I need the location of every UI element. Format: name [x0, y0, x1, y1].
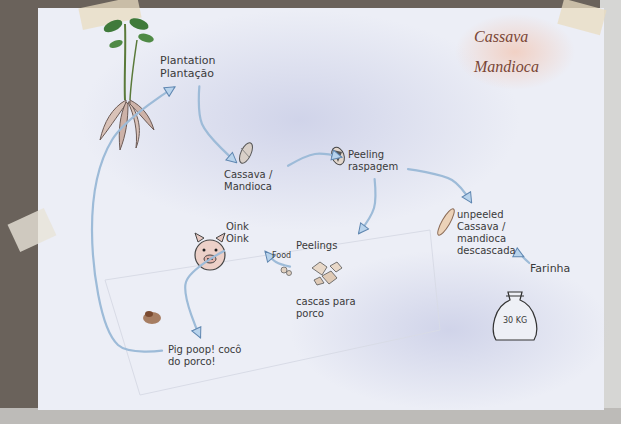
flour-bag-drawing — [493, 292, 536, 340]
diagram-title: Cassava Mandioca — [474, 22, 560, 83]
stage-text: cascas para porco — [296, 296, 366, 320]
paper-crease — [105, 230, 440, 395]
cycle-arrow — [408, 169, 471, 202]
cycle-arrow — [359, 179, 375, 233]
unpeeled-root-drawing — [435, 207, 457, 237]
stage-text: Oink Oink — [226, 221, 266, 245]
stage-label: Farinha — [528, 260, 582, 277]
stage-label: Cassava / Mandioca — [222, 167, 284, 195]
stage-label: Pig poop! cocô do porco! — [166, 342, 244, 370]
cycle-arrow — [522, 256, 529, 263]
food-drawing — [281, 267, 292, 276]
note-label: 30 KG — [500, 316, 530, 325]
stage-label: Peeling raspagem — [346, 147, 404, 175]
stage-text: Pig poop! cocô do porco! — [168, 344, 242, 368]
wall — [0, 408, 621, 424]
stage-label: Peelings cascas para porco — [294, 238, 368, 322]
stage-text: Plantation Plantação — [160, 54, 236, 80]
stage-text: unpeeled Cassava / mandioca descascada — [457, 209, 539, 257]
stage-text: Peeling raspagem — [348, 149, 402, 173]
paper-shade — [80, 10, 520, 230]
pig-poop-drawing — [143, 311, 161, 324]
peelings-drawing — [312, 262, 342, 285]
stage-label: Oink Oink — [224, 219, 268, 247]
stage-text: Farinha — [530, 262, 580, 275]
cycle-arrow — [185, 251, 224, 337]
stage-label: unpeeled Cassava / mandioca descascada — [455, 207, 541, 259]
paper-shade — [290, 250, 610, 410]
pig-drawing — [195, 233, 225, 270]
tape — [8, 208, 57, 252]
cycle-arrow — [288, 154, 341, 166]
tape — [557, 0, 606, 35]
cycle-arrow — [199, 86, 236, 162]
plant-drawing — [100, 16, 155, 150]
stage-text: Cassava / Mandioca — [224, 169, 282, 193]
cassava-root-drawing — [237, 141, 255, 165]
note-label: Food — [272, 251, 291, 260]
stage-text: Peelings — [296, 240, 366, 252]
cycle-arrow — [92, 87, 174, 351]
stage-label: Plantation Plantação — [158, 52, 238, 82]
title-shade — [455, 14, 575, 90]
